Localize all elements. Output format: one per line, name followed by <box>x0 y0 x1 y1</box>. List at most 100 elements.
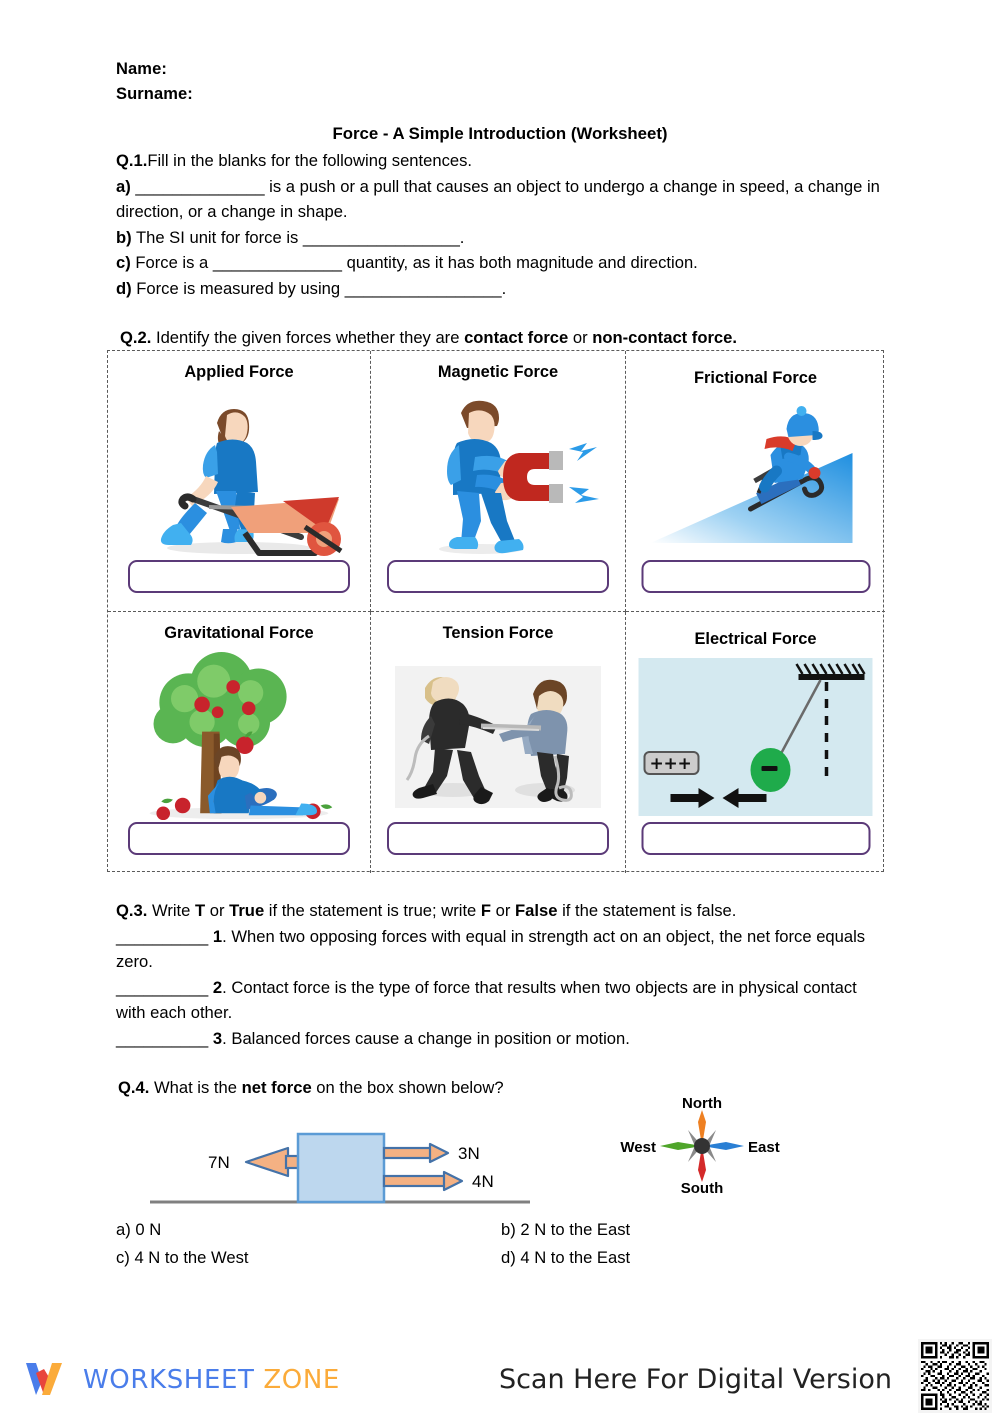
compass-south-label: South <box>681 1180 724 1196</box>
q4-option-b-marker: b) <box>501 1220 516 1239</box>
sled-slope-illustration <box>626 391 885 561</box>
q1-item-a-marker: a) <box>116 176 131 196</box>
q1-item-b: b) The SI unit for force is ____________… <box>116 225 884 251</box>
q4-option-b[interactable]: b) 2 N to the East <box>501 1216 630 1244</box>
force-cell-electrical: Electrical Force <box>626 612 885 873</box>
q3-number: Q.3. <box>116 901 148 920</box>
question-1-block: Q.1.Fill in the blanks for the following… <box>116 148 884 301</box>
q3-blank-3[interactable]: __________ <box>116 1028 209 1048</box>
svg-text:3N: 3N <box>458 1144 480 1163</box>
force-identification-grid: Applied Force <box>107 350 885 873</box>
question-1-prompt: Q.1.Fill in the blanks for the following… <box>116 148 884 174</box>
svg-text:+: + <box>678 754 692 774</box>
q4-option-c-text: 4 N to the West <box>129 1248 249 1267</box>
worksheet-zone-logo[interactable]: WORKSHEET ZONE <box>22 1356 340 1404</box>
q4-option-a-marker: a) <box>116 1220 131 1239</box>
q3-statement-1: __________ 1. When two opposing forces w… <box>116 924 884 975</box>
answer-box-tension[interactable] <box>387 822 609 855</box>
force-cell-tension: Tension Force <box>371 612 626 873</box>
question-2-prompt: Q.2. Identify the given forces whether t… <box>120 328 737 348</box>
question-4-prompt: Q.4. What is the net force on the box sh… <box>118 1078 504 1098</box>
q4-option-b-text: 2 N to the East <box>515 1220 631 1239</box>
q4-option-a-text: 0 N <box>130 1220 162 1239</box>
q3-prompt-part3: if the statement is true; write <box>264 901 481 920</box>
force-cell-title-gravitational: Gravitational Force <box>164 624 314 642</box>
q2-prompt-part1: Identify the given forces whether they a… <box>151 328 465 347</box>
q1-number: Q.1. <box>116 151 148 170</box>
q2-prompt-noncontact-force: non-contact force. <box>592 328 737 347</box>
wheelbarrow-illustration <box>108 391 370 561</box>
q3-blank-1[interactable]: __________ <box>116 926 209 946</box>
q1-item-d-text: Force is measured by using _____________… <box>131 278 507 298</box>
q1-item-b-marker: b) <box>116 227 132 247</box>
q1-item-a: a) ______________ is a push or a pull th… <box>116 174 884 225</box>
q4-prompt-part1: What is the <box>149 1078 242 1097</box>
q3-statement-2: __________ 2. Contact force is the type … <box>116 975 884 1026</box>
answer-box-electrical[interactable] <box>641 822 870 855</box>
q4-option-row-1: a) 0 N b) 2 N to the East <box>116 1216 756 1244</box>
force-cell-magnetic: Magnetic Force <box>371 351 626 612</box>
q4-option-row-2: c) 4 N to the West d) 4 N to the East <box>116 1244 756 1272</box>
compass-north-label: North <box>682 1096 722 1112</box>
q1-item-c-text: Force is a ______________ quantity, as i… <box>130 253 698 272</box>
answer-box-applied[interactable] <box>128 560 350 593</box>
q4-option-d-text: 4 N to the East <box>515 1248 631 1267</box>
q1-prompt-text: Fill in the blanks for the following sen… <box>147 151 473 170</box>
force-cell-title-frictional: Frictional Force <box>694 369 817 387</box>
logo-wordmark: WORKSHEET ZONE <box>83 1365 340 1395</box>
compass-rose: North South West East <box>612 1095 792 1197</box>
q3-blank-2[interactable]: __________ <box>116 977 209 997</box>
q3-prompt-part2: or <box>205 901 230 920</box>
q3-statement-2-number: 2 <box>212 977 223 997</box>
net-force-diagram: 7N 3N 4N <box>140 1118 540 1210</box>
q1-item-c: c) Force is a ______________ quantity, a… <box>116 250 884 276</box>
compass-east-label: East <box>748 1139 780 1156</box>
force-cell-frictional: Frictional Force <box>626 351 885 612</box>
charged-pendulum-illustration: +++ <box>626 652 885 822</box>
q4-option-a[interactable]: a) 0 N <box>116 1216 501 1244</box>
answer-box-magnetic[interactable] <box>387 560 609 593</box>
q3-word-true: True <box>229 901 265 920</box>
q3-statement-1-number: 1 <box>212 926 223 946</box>
q3-prompt-part4: or <box>491 901 516 920</box>
question-3-prompt: Q.3. Write T or True if the statement is… <box>116 898 884 924</box>
q1-item-d-marker: d) <box>116 278 132 298</box>
surname-label: Surname: <box>116 85 193 103</box>
q1-item-d: d) Force is measured by using __________… <box>116 276 884 302</box>
qr-code[interactable] <box>918 1339 992 1413</box>
q2-prompt-contact-force: contact force <box>464 328 569 347</box>
compass-west-label: West <box>620 1139 656 1156</box>
q3-prompt-part1: Write <box>147 901 195 920</box>
apple-tree-illustration <box>108 652 370 822</box>
q3-statement-1-text: . When two opposing forces with equal in… <box>116 926 866 972</box>
page-title: Force - A Simple Introduction (Worksheet… <box>332 124 668 143</box>
q2-number: Q.2. <box>120 328 152 347</box>
q3-prompt-part5: if the statement is false. <box>557 901 737 920</box>
svg-text:7N: 7N <box>208 1153 230 1172</box>
q4-option-d[interactable]: d) 4 N to the East <box>501 1244 630 1272</box>
magnet-illustration <box>371 391 625 561</box>
q1-item-a-text: ______________ is a push or a pull that … <box>116 176 880 222</box>
q2-prompt-mid: or <box>568 328 593 347</box>
q4-option-c[interactable]: c) 4 N to the West <box>116 1244 501 1272</box>
q4-prompt-part2: on the box shown below? <box>311 1078 504 1097</box>
svg-text:+: + <box>664 754 678 774</box>
svg-text:+: + <box>650 754 664 774</box>
force-cell-title-applied: Applied Force <box>184 363 294 381</box>
force-cell-title-tension: Tension Force <box>442 624 554 642</box>
tug-of-war-illustration <box>371 652 625 822</box>
q3-word-false: False <box>515 901 558 920</box>
force-cell-title-electrical: Electrical Force <box>694 630 817 648</box>
answer-box-gravitational[interactable] <box>128 822 350 855</box>
q3-letter-t: T <box>195 901 206 920</box>
q4-option-c-marker: c) <box>116 1248 130 1267</box>
force-cell-applied: Applied Force <box>108 351 371 612</box>
q1-item-c-marker: c) <box>116 253 131 272</box>
q3-statement-3-number: 3 <box>212 1028 223 1048</box>
scan-instruction-text: Scan Here For Digital Version <box>498 1364 892 1395</box>
answer-box-frictional[interactable] <box>641 560 870 593</box>
logo-word-zone: ZONE <box>263 1365 340 1395</box>
question-3-block: Q.3. Write T or True if the statement is… <box>116 898 884 1051</box>
name-label: Name: <box>116 60 167 78</box>
